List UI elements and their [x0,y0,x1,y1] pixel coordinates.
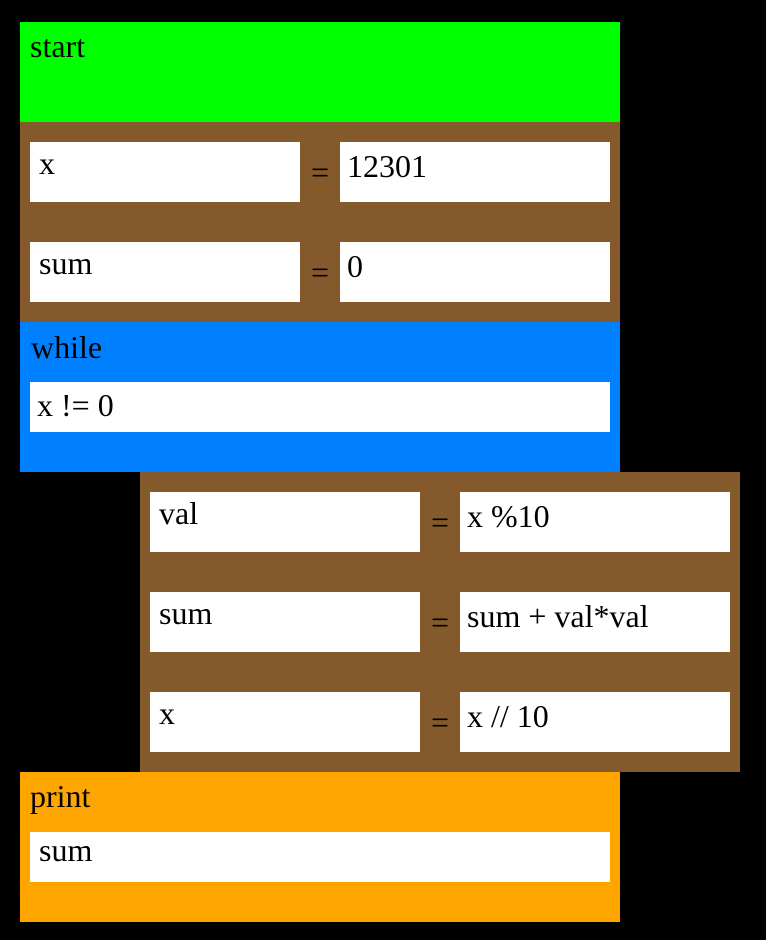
start-block[interactable]: start [20,22,620,122]
print-label: print [30,778,91,814]
start-label: start [30,28,86,64]
loop-body-assign-block[interactable]: val = x %10 sum = sum + val*val x = x //… [140,472,740,772]
body-var-field-x[interactable]: x [150,692,420,752]
body-value-field-sum[interactable]: sum + val*val [460,592,730,652]
print-value-field[interactable]: sum [30,832,610,882]
body-value-field-x[interactable]: x // 10 [460,692,730,752]
init-var-field-sum[interactable]: sum [30,242,300,302]
init-assign-block[interactable]: x = 12301 sum = 0 [20,122,620,322]
init-value-field-sum[interactable]: 0 [340,242,610,302]
init-equals-sign-x: = [310,154,330,190]
body-value-field-val[interactable]: x %10 [460,492,730,552]
body-equals-sign-x: = [430,704,450,740]
body-equals-sign-val: = [430,504,450,540]
print-block[interactable]: print sum [20,772,620,922]
body-var-field-val[interactable]: val [150,492,420,552]
init-value-field-x[interactable]: 12301 [340,142,610,202]
while-label: while [31,329,103,365]
body-equals-sign-sum: = [430,604,450,640]
init-equals-sign-sum: = [310,254,330,290]
while-condition-field[interactable]: x != 0 [30,382,610,432]
body-var-field-sum[interactable]: sum [150,592,420,652]
while-block[interactable]: while x != 0 [20,322,620,472]
init-var-field-x[interactable]: x [30,142,300,202]
